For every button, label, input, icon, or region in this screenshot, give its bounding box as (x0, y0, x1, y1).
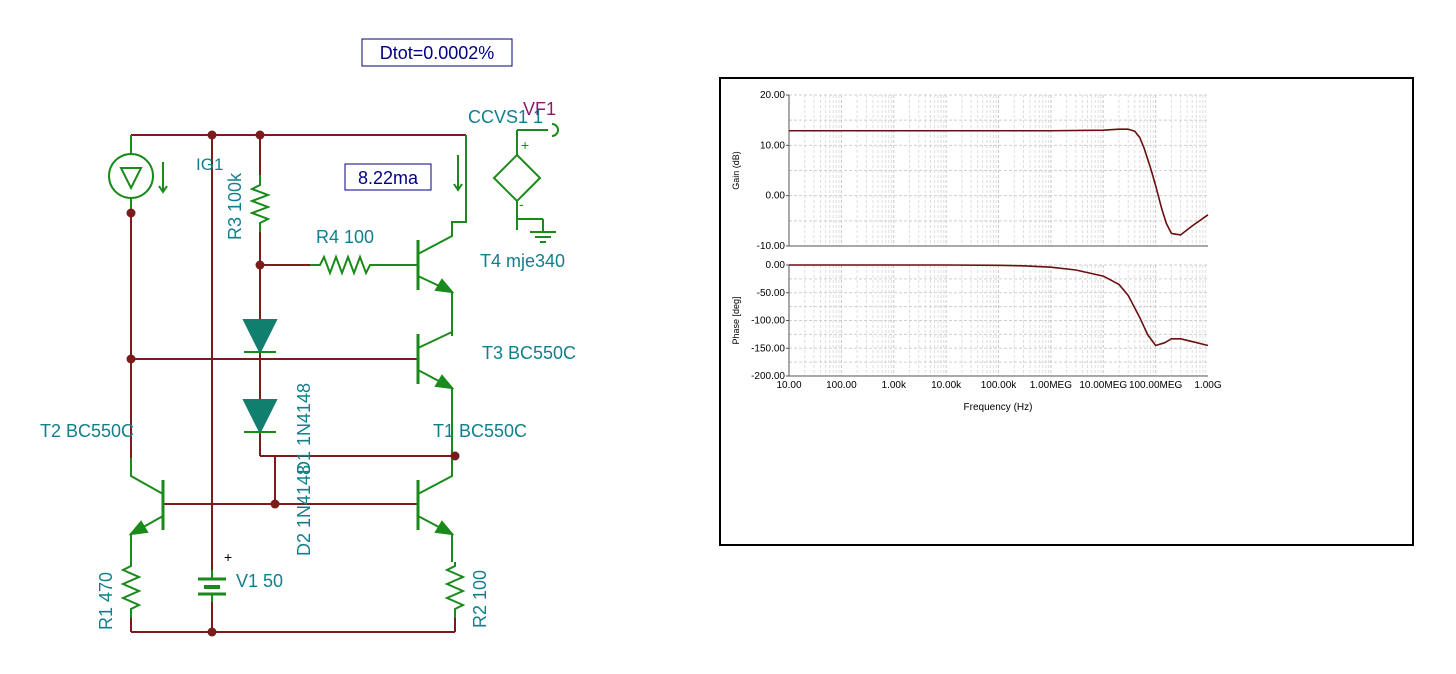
r4-resistor (310, 254, 418, 276)
r1-resistor (120, 562, 142, 618)
vf-label: VF1 (523, 99, 556, 119)
ig1-current-source (108, 135, 168, 213)
t3-transistor (416, 331, 455, 456)
x-tick-label: 1.00k (882, 380, 907, 391)
phase-y-tick-label: -100.00 (751, 316, 785, 327)
t4-transistor (416, 135, 467, 336)
t1-transistor (416, 456, 455, 562)
ccvs1-source (492, 123, 559, 243)
r3-resistor (249, 175, 271, 232)
r4-label: R4 100 (316, 227, 374, 247)
gain-y-axis-label: Gain (dB) (731, 151, 741, 190)
d2-label: D2 1N4148 (294, 465, 314, 556)
x-tick-label: 10.00 (776, 380, 801, 391)
gain-plot: 20.00 10.00 0.00 -10.00 Gain (dB) (731, 90, 1209, 252)
junction-dot (207, 627, 217, 637)
x-axis-label: Frequency (Hz) (964, 402, 1033, 413)
t3-label: T3 BC550C (482, 343, 576, 363)
junction-dot (270, 499, 280, 509)
gain-y-tick-label: 20.00 (760, 90, 785, 101)
x-tick-label: 1.00G (1194, 380, 1221, 391)
ccvs-minus-sign: - (519, 196, 524, 212)
r3-label: R3 100k (225, 172, 245, 240)
d1-label: D1 1N4148 (294, 383, 314, 474)
v1-label: V1 50 (236, 571, 283, 591)
dtot-box (361, 38, 513, 67)
phase-series-line (789, 264, 1209, 347)
d2-diode (242, 399, 278, 435)
x-tick-label: 10.00MEG (1079, 380, 1127, 391)
r2-label: R2 100 (470, 570, 490, 628)
t4-label: T4 mje340 (480, 251, 565, 271)
gain-series-line (789, 128, 1209, 236)
ig-label: IG1 (196, 155, 223, 174)
phase-y-tick-label: -50.00 (757, 288, 786, 299)
phase-y-tick-label: -150.00 (751, 343, 785, 354)
phase-plot: 0.00 -50.00 -100.00 -150.00 -200.00 Phase [de… (731, 260, 1222, 391)
t2-transistor (128, 458, 165, 562)
x-tick-label: 100.00 (826, 380, 857, 391)
r2-resistor (444, 562, 466, 618)
phase-y-tick-label: 0.00 (766, 260, 786, 271)
x-tick-label: 1.00MEG (1030, 380, 1072, 391)
bode-plot-frame: 20.00 10.00 0.00 -10.00 Gain (dB) 0.00 -50.00… (719, 77, 1414, 546)
ccvs-plus-sign: + (521, 137, 529, 153)
current-box (344, 163, 432, 191)
ccvs-label: CCVS1 1 (468, 107, 543, 127)
gain-y-tick-label: -10.00 (757, 241, 786, 252)
junction-dot (126, 354, 136, 364)
components (108, 123, 559, 618)
wires (130, 134, 466, 633)
circuit-schematic: Dtot=0.0002% 8.22ma CCVS1 1 VF1 IG1 R3 1… (40, 38, 576, 637)
phase-y-tick-label: -200.00 (751, 371, 785, 382)
junction-dot (255, 260, 265, 270)
dtot-text: Dtot=0.0002% (380, 43, 495, 63)
gain-y-tick-label: 0.00 (766, 191, 786, 202)
current-text: 8.22ma (358, 168, 419, 188)
bode-plot: 20.00 10.00 0.00 -10.00 Gain (dB) 0.00 -50.00… (731, 90, 1222, 413)
d1-diode (242, 319, 278, 355)
junction-dots (126, 130, 460, 637)
v1-battery (198, 570, 226, 602)
r1-label: R1 470 (96, 572, 116, 630)
x-tick-label: 100.00k (981, 380, 1018, 391)
junction-dot (207, 130, 217, 140)
t1-label: T1 BC550C (433, 421, 527, 441)
junction-dot (126, 208, 136, 218)
x-tick-label: 100.00MEG (1129, 380, 1183, 391)
junction-dot (255, 130, 265, 140)
junction-dot (450, 451, 460, 461)
v1-plus-sign: + (224, 549, 232, 565)
x-tick-label: 10.00k (931, 380, 962, 391)
t2-label: T2 BC550C (40, 421, 134, 441)
gain-y-tick-label: 10.00 (760, 140, 785, 151)
phase-y-axis-label: Phase [deg] (731, 296, 741, 344)
